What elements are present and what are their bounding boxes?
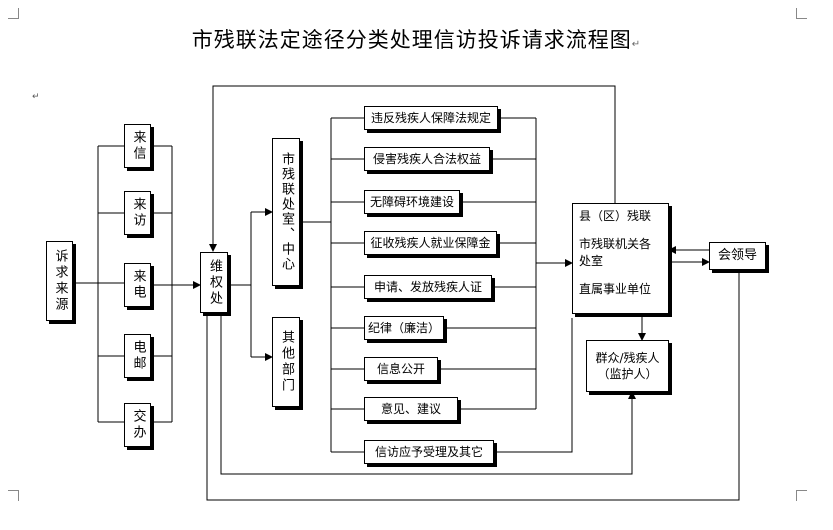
channel-assigned-box: 交办 bbox=[124, 403, 151, 447]
category-label-6: 纪律（廉洁） bbox=[367, 321, 440, 335]
category-box-9: 信访应予受理及其它 bbox=[364, 440, 494, 464]
meeting-leader-label: 会领导 bbox=[717, 248, 757, 263]
category-label-8: 意见、建议 bbox=[380, 402, 441, 416]
handlers-units-label: 直属事业单位 bbox=[579, 282, 652, 296]
source-box: 诉求来源 bbox=[46, 241, 73, 321]
corner-mark-bottom-right bbox=[796, 490, 807, 501]
category-label-7: 信息公开 bbox=[376, 362, 425, 376]
channel-phone-label: 来电 bbox=[130, 269, 146, 301]
category-box-3: 无障碍环境建设 bbox=[364, 190, 460, 214]
rights-office-label: 维权处 bbox=[207, 258, 222, 307]
category-box-1: 违反残疾人保障法规定 bbox=[364, 106, 498, 130]
category-label-1: 违反残疾人保障法规定 bbox=[370, 111, 491, 125]
channel-visit-label: 来访 bbox=[130, 197, 146, 229]
edge-leader-loop-to-rights-office bbox=[203, 272, 740, 501]
category-label-4: 征收残疾人就业保障金 bbox=[370, 236, 491, 250]
channel-visit-box: 来访 bbox=[124, 191, 151, 235]
office-center-box: 市残联处室、中心 bbox=[272, 138, 300, 286]
handlers-offices-label: 市残联机关各处室 bbox=[579, 237, 652, 268]
corner-mark-top-left bbox=[8, 8, 19, 19]
edge-handlers-loop-to-rights-office bbox=[209, 85, 616, 252]
category-box-2: 侵害残疾人合法权益 bbox=[364, 147, 490, 171]
office-center-label: 市残联处室、中心 bbox=[279, 152, 294, 272]
channel-assigned-label: 交办 bbox=[130, 409, 146, 441]
category-label-5: 申请、发放残疾人证 bbox=[373, 280, 482, 294]
category-label-3: 无障碍环境建设 bbox=[369, 195, 454, 209]
title-return-mark: ↵ bbox=[631, 39, 642, 50]
public-box: 群众/残疾人（监护人） bbox=[586, 340, 669, 392]
handlers-box: 县（区）残联 市残联机关各处室 直属事业单位 bbox=[572, 203, 669, 314]
category-box-7: 信息公开 bbox=[364, 357, 438, 381]
channel-letter-label: 来信 bbox=[130, 130, 146, 162]
channel-letter-box: 来信 bbox=[124, 124, 151, 168]
public-label: 群众/残疾人（监护人） bbox=[595, 351, 660, 381]
category-box-4: 征收残疾人就业保障金 bbox=[364, 231, 497, 255]
category-label-2: 侵害残疾人合法权益 bbox=[372, 152, 481, 166]
category-box-8: 意见、建议 bbox=[364, 397, 458, 421]
edge-rights-office-to-public bbox=[220, 313, 636, 475]
paragraph-mark: ↵ bbox=[32, 92, 40, 102]
rights-office-box: 维权处 bbox=[200, 252, 228, 313]
channel-email-label: 电邮 bbox=[130, 340, 146, 372]
handlers-county-label: 县（区）残联 bbox=[579, 209, 652, 223]
category-box-5: 申请、发放残疾人证 bbox=[364, 275, 492, 299]
corner-mark-bottom-left bbox=[8, 490, 19, 501]
diagram-title: 市残联法定途径分类处理信访投诉请求流程图↵ bbox=[0, 24, 833, 54]
category-box-6: 纪律（廉洁） bbox=[364, 316, 444, 340]
corner-mark-top-right bbox=[796, 8, 807, 19]
source-label: 诉求来源 bbox=[52, 249, 68, 313]
other-departments-box: 其他部门 bbox=[272, 317, 300, 407]
other-departments-label: 其他部门 bbox=[279, 330, 294, 394]
category-label-9: 信访应予受理及其它 bbox=[374, 445, 483, 459]
meeting-leader-box: 会领导 bbox=[709, 242, 766, 270]
channel-phone-box: 来电 bbox=[124, 263, 151, 307]
channel-email-box: 电邮 bbox=[124, 334, 151, 378]
edge-other-category-to-handlers bbox=[494, 318, 573, 453]
diagram-title-text: 市残联法定途径分类处理信访投诉请求流程图 bbox=[191, 28, 632, 52]
